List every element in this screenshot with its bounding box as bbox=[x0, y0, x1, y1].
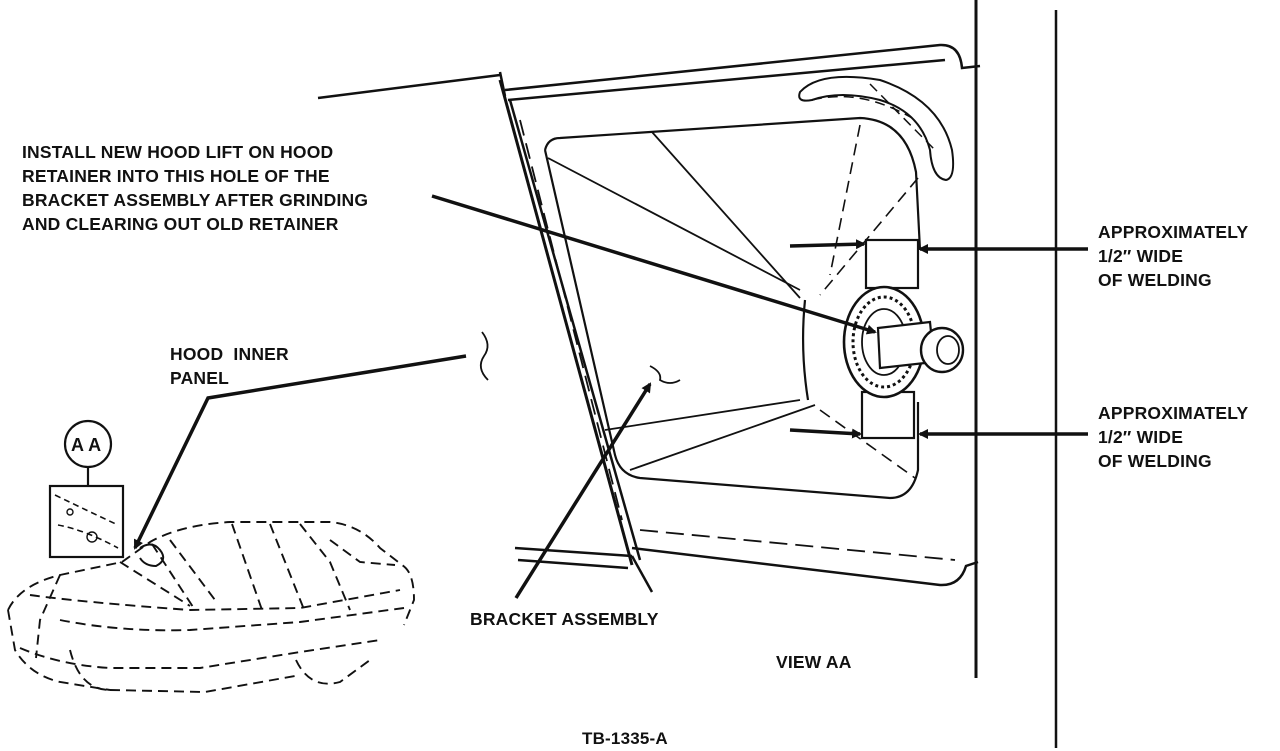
squiggle-marks bbox=[479, 331, 681, 384]
hood-inner-leader bbox=[133, 354, 467, 550]
car-hood-lift-detail bbox=[139, 543, 165, 568]
weld-bottom-line-1: APPROXIMATELY bbox=[1098, 403, 1249, 423]
weld-bottom-line-2: 1/2″ WIDE bbox=[1098, 427, 1184, 447]
hood-inner-line-2: PANEL bbox=[170, 368, 230, 388]
figure-id: TB-1335-A bbox=[582, 729, 668, 748]
callout-install-line-1: INSTALL NEW HOOD LIFT ON HOOD bbox=[22, 142, 334, 162]
fender-panel-edges bbox=[974, 0, 1058, 748]
callout-install-line-3: BRACKET ASSEMBLY AFTER GRINDING bbox=[22, 190, 369, 210]
weld-top-line-1: APPROXIMATELY bbox=[1098, 222, 1249, 242]
hood-lift-retainer bbox=[842, 238, 965, 440]
callout-arrows bbox=[431, 194, 1088, 599]
weld-top-line-2: 1/2″ WIDE bbox=[1098, 246, 1184, 266]
callout-install-line-2: RETAINER INTO THIS HOLE OF THE bbox=[22, 166, 330, 186]
callout-hood-inner-panel: HOOD INNER PANEL bbox=[170, 342, 289, 390]
view-aa-reference bbox=[48, 419, 125, 559]
view-aa-label: VIEW AA bbox=[776, 652, 852, 672]
callout-install-instructions: INSTALL NEW HOOD LIFT ON HOOD RETAINER I… bbox=[22, 140, 368, 236]
bracket-recess bbox=[543, 75, 955, 500]
callout-welding-bottom: APPROXIMATELY 1/2″ WIDE OF WELDING bbox=[1098, 401, 1248, 473]
callout-welding-top: APPROXIMATELY 1/2″ WIDE OF WELDING bbox=[1098, 220, 1248, 292]
callout-bracket-assembly: BRACKET ASSEMBLY bbox=[470, 609, 659, 629]
weld-bottom-line-3: OF WELDING bbox=[1098, 451, 1212, 471]
hood-inner-line-1: HOOD INNER bbox=[170, 344, 289, 364]
weld-top-line-3: OF WELDING bbox=[1098, 270, 1212, 290]
car-silhouette bbox=[7, 521, 415, 693]
callout-install-line-4: AND CLEARING OUT OLD RETAINER bbox=[22, 214, 339, 234]
view-circle-label: A A bbox=[71, 435, 102, 455]
